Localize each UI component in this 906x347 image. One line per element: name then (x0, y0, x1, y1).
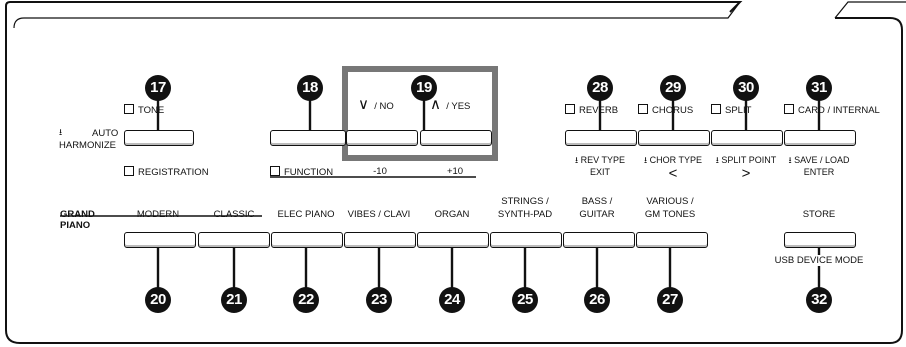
split-checkbox-icon (711, 104, 721, 114)
classic-button[interactable] (198, 232, 270, 248)
callout-24: 24 (439, 287, 465, 313)
card-internal-button[interactable] (784, 130, 856, 146)
organ-button[interactable] (417, 232, 489, 248)
chor-type-label: ⭳ CHOR TYPE (643, 155, 703, 165)
vibes-clavi-label: VIBES / CLAVI (347, 209, 411, 220)
split-label: SPLIT (711, 104, 751, 116)
classic-label: CLASSIC (213, 209, 255, 220)
store-button[interactable] (784, 232, 856, 248)
tone-label: TONE (124, 104, 164, 116)
exit-label: EXIT (589, 167, 611, 177)
plus10-label: +10 (446, 166, 464, 177)
callout-21: 21 (221, 287, 247, 313)
callout-29: 29 (660, 75, 686, 101)
hold-icon: ⭳ (788, 155, 792, 165)
function-label: FUNCTION (270, 166, 333, 178)
minus10-label: -10 (373, 166, 387, 177)
auto-harmonize-button[interactable] (124, 130, 194, 146)
callout-31: 31 (806, 75, 832, 101)
reverb-label: REVERB (565, 104, 618, 116)
modern-label: MODERN (136, 209, 180, 220)
registration-checkbox-icon (124, 166, 134, 176)
bass-label: BASS / (581, 196, 613, 207)
reverb-button[interactable] (565, 130, 637, 146)
chorus-checkbox-icon (638, 104, 648, 114)
piano-label: PIANO (60, 220, 91, 231)
card-internal-label: CARD / INTERNAL (784, 104, 880, 116)
left-arrow-label: < (668, 165, 678, 182)
chevron-up-icon: ∧ (430, 96, 441, 113)
card-checkbox-icon (784, 104, 794, 114)
tone-checkbox-icon (124, 104, 134, 114)
chorus-button[interactable] (638, 130, 710, 146)
registration-label: REGISTRATION (124, 166, 209, 178)
strings-synth-pad-button[interactable] (490, 232, 562, 248)
right-arrow-label: > (741, 165, 751, 182)
split-point-label: ⭳ SPLIT POINT (715, 155, 777, 165)
gm-tones-label: GM TONES (644, 209, 696, 220)
save-load-label: ⭳ SAVE / LOAD (788, 155, 850, 165)
no-label: ∨ / NO (358, 96, 394, 113)
callout-32: 32 (806, 287, 832, 313)
auto-label: AUTO (92, 128, 119, 139)
callout-30: 30 (733, 75, 759, 101)
callout-18: 18 (297, 75, 323, 101)
no-minus-button[interactable] (346, 130, 418, 146)
various-label: VARIOUS / (646, 196, 694, 207)
bass-guitar-button[interactable] (563, 232, 635, 248)
function-button[interactable] (270, 130, 346, 146)
various-gm-tones-button[interactable] (636, 232, 708, 248)
callout-23: 23 (366, 287, 392, 313)
vibes-clavi-button[interactable] (344, 232, 416, 248)
organ-label: ORGAN (434, 209, 470, 220)
yes-plus-button[interactable] (420, 130, 492, 146)
hold-icon: ⭳ (59, 127, 63, 137)
rev-type-label: ⭳ REV TYPE (574, 155, 626, 165)
callout-28: 28 (587, 75, 613, 101)
chevron-down-icon: ∨ (358, 96, 369, 113)
hold-icon: ⭳ (643, 155, 648, 165)
callout-20: 20 (145, 287, 171, 313)
function-checkbox-icon (270, 166, 280, 176)
store-label: STORE (802, 209, 836, 220)
usb-device-mode-label: USB DEVICE MODE (772, 255, 866, 266)
hold-icon: ⭳ (715, 155, 719, 165)
synth-pad-label: SYNTH-PAD (497, 209, 553, 220)
harmonize-label: HARMONIZE (59, 140, 116, 151)
callout-26: 26 (584, 287, 610, 313)
callout-17: 17 (145, 75, 171, 101)
strings-label: STRINGS / (501, 196, 549, 207)
yes-label: ∧ / YES (430, 96, 471, 113)
reverb-checkbox-icon (565, 104, 575, 114)
callout-25: 25 (512, 287, 538, 313)
callout-27: 27 (657, 287, 683, 313)
grand-label: GRAND (60, 209, 95, 220)
callout-19: 19 (411, 75, 437, 101)
callout-22: 22 (293, 287, 319, 313)
elec-piano-label: ELEC PIANO (277, 209, 335, 220)
modern-button[interactable] (124, 232, 196, 248)
guitar-label: GUITAR (579, 209, 615, 220)
enter-label: ENTER (803, 167, 835, 177)
hold-icon: ⭳ (574, 155, 579, 165)
chorus-label: CHORUS (638, 104, 693, 116)
split-button[interactable] (711, 130, 783, 146)
elec-piano-button[interactable] (271, 232, 343, 248)
